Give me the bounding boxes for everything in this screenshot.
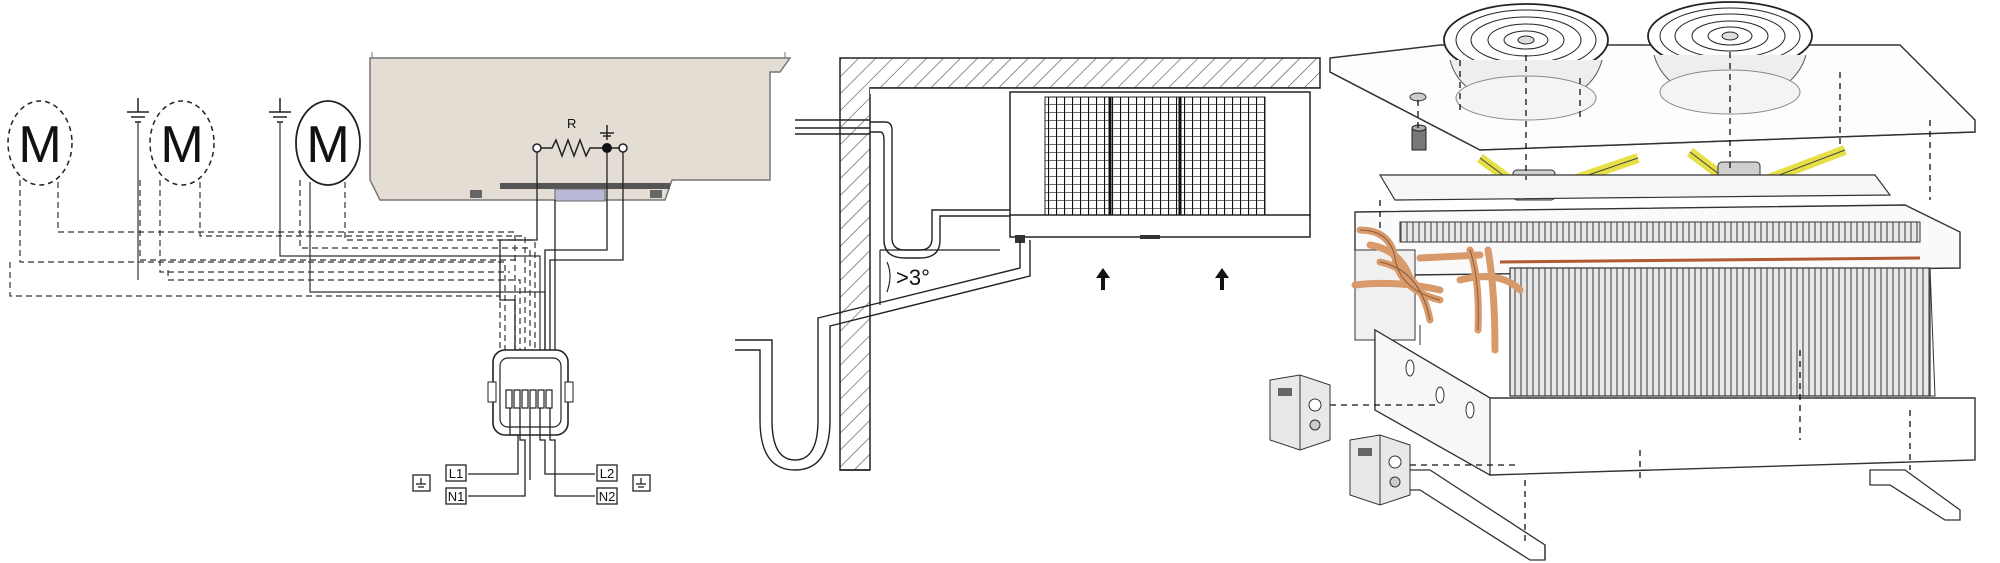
resistor-label: R (567, 116, 576, 131)
wiring-diagram: M M M (7, 52, 792, 505)
motor-2: M (149, 100, 215, 186)
refrigerant-pipes (795, 119, 1010, 259)
installation-diagram: >3° (735, 57, 1321, 471)
terminal-n1: N1 (445, 487, 467, 505)
terminal-n2-label: N2 (599, 489, 616, 504)
terminal-n1-label: N1 (448, 489, 465, 504)
resistor: R (532, 116, 628, 159)
motor-2-label: M (160, 116, 203, 174)
fan-guard-2 (1647, 1, 1813, 115)
junction-box (487, 349, 574, 436)
mounting-rails (1384, 469, 1961, 561)
coil-block (1354, 204, 1961, 397)
terminal-l1: L1 (445, 464, 467, 482)
motor-1: M (7, 100, 73, 186)
slope-indicator: >3° (879, 249, 1000, 305)
terminal-l2-label: L2 (600, 466, 614, 481)
junction-box-2 (1349, 434, 1411, 506)
motor-wires (9, 180, 536, 390)
exploded-view (1269, 1, 1976, 561)
terminal-l2: L2 (596, 464, 618, 482)
junction-box-1 (1269, 374, 1331, 451)
unit-housing (369, 52, 792, 202)
motor-3-label: M (306, 116, 349, 174)
motor-3: M (295, 100, 361, 186)
evaporator-unit (1009, 91, 1311, 243)
top-cover (1329, 44, 1976, 151)
motor-1-label: M (18, 116, 61, 174)
bolt (1409, 92, 1427, 151)
ground-icon (412, 474, 651, 492)
supply-wires (468, 408, 595, 497)
airflow-arrow-icon (1096, 268, 1229, 290)
ground-icon (600, 125, 614, 140)
assembly-lines (1330, 52, 1931, 545)
copper-headers-shadow (1359, 229, 1479, 331)
terminal-l1-label: L1 (449, 466, 463, 481)
fan-plate (1378, 174, 1892, 201)
drain-tray (1374, 325, 1976, 477)
terminal-n2: N2 (596, 487, 618, 505)
fan-guard-1 (1443, 3, 1609, 121)
slope-label: >3° (896, 265, 930, 290)
drain-line (735, 240, 1031, 471)
ground-icon (127, 98, 291, 123)
